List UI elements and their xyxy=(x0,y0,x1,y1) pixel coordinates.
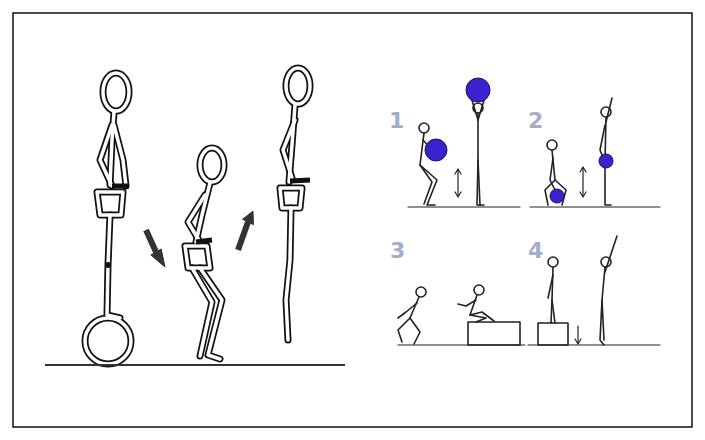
callout-number: 1 xyxy=(389,110,404,132)
ground-line xyxy=(45,364,345,366)
jumping-figures xyxy=(85,68,310,364)
belts xyxy=(112,180,310,242)
motion-arrows xyxy=(146,211,253,267)
medicine-balls xyxy=(425,78,613,203)
small-figures xyxy=(398,97,660,345)
callout-number: 3 xyxy=(390,240,405,262)
callout-number: 4 xyxy=(528,240,543,262)
frame xyxy=(13,13,692,427)
callout-number: 2 xyxy=(528,110,543,132)
